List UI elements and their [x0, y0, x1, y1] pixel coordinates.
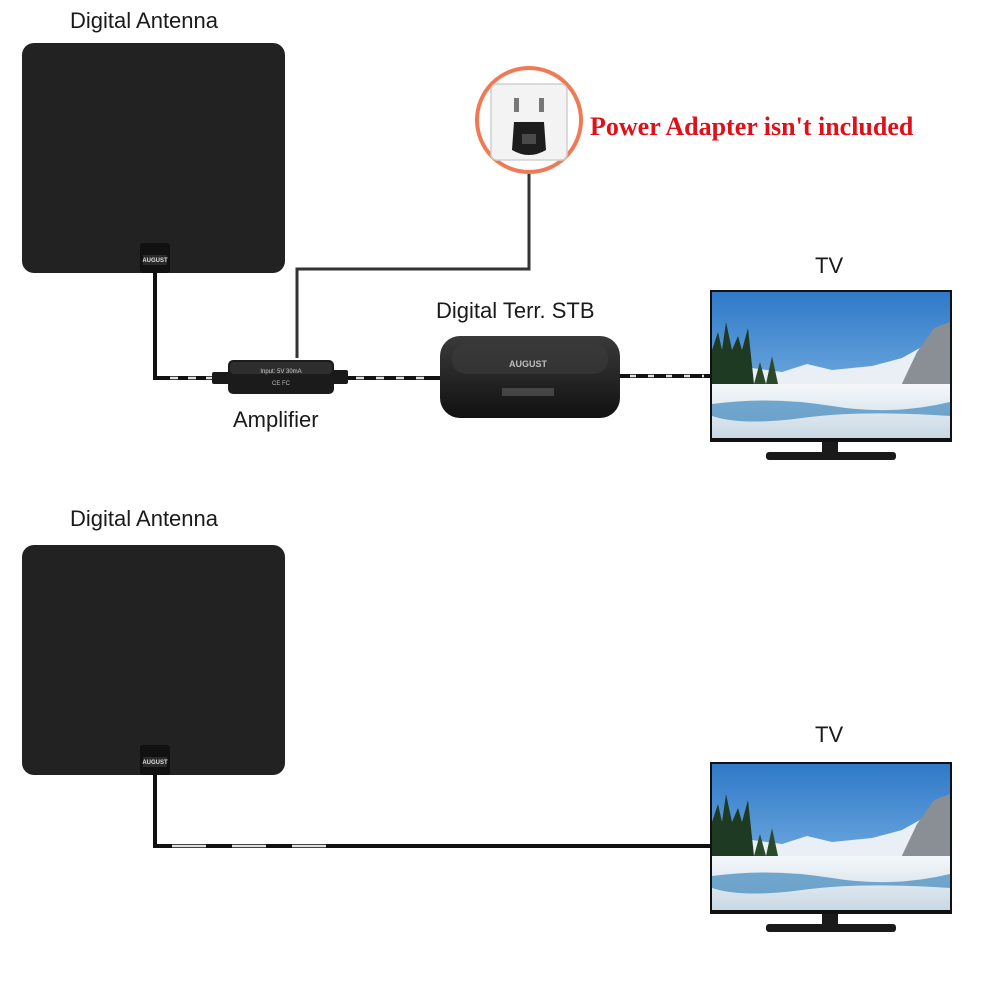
power-adapter-note: Power Adapter isn't included: [590, 112, 914, 141]
antenna-bottom-label: Digital Antenna: [70, 506, 218, 531]
antenna-bottom: [22, 545, 285, 775]
amplifier-spec: Input: 5V 30mA: [260, 369, 301, 375]
stb-label: Digital Terr. STB: [436, 298, 595, 323]
tv-top-label: TV: [815, 253, 844, 278]
amplifier-certs: CE FC: [272, 381, 291, 387]
antenna-top-label: Digital Antenna: [70, 8, 218, 33]
antenna-top-brand: AUGUST: [142, 258, 168, 264]
stb-brand: AUGUST: [509, 359, 548, 369]
antenna-bottom-brand: AUGUST: [142, 760, 168, 766]
antenna-top: [22, 43, 285, 273]
amplifier-label: Amplifier: [233, 407, 319, 432]
tv-bottom-label: TV: [815, 722, 844, 747]
